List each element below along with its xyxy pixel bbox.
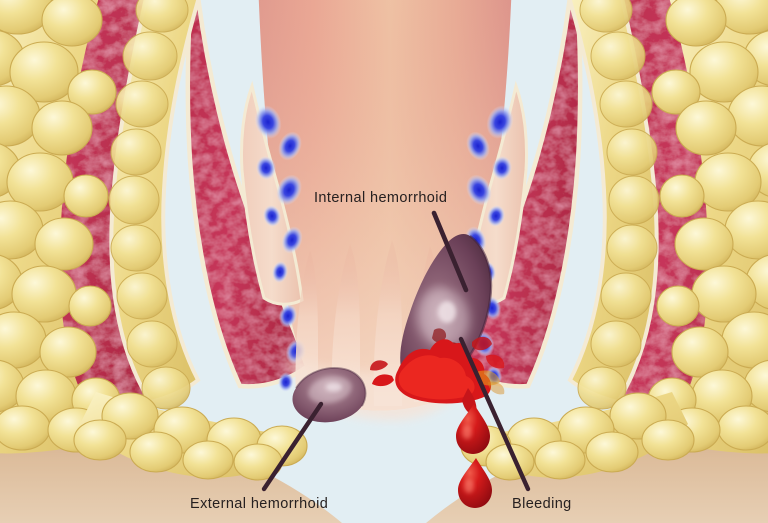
leader-lines <box>261 210 531 492</box>
blood-drop-upper <box>456 404 490 454</box>
fat-tissue-left <box>0 0 121 454</box>
hemorrhoidal-plexus-left <box>240 80 304 306</box>
fat-channel-left <box>108 0 201 410</box>
label-bleeding: Bleeding <box>512 496 572 512</box>
fat-tissue-right <box>647 0 768 454</box>
leader-internal-hemorrhoid <box>431 210 469 293</box>
leader-bleeding <box>458 336 531 492</box>
vein-cluster-left <box>254 105 303 283</box>
labels: Internal hemorrhoid External hemorrhoid … <box>190 190 572 512</box>
leader-external-hemorrhoid <box>261 401 324 492</box>
external-hemorrhoid <box>292 367 367 423</box>
bleeding <box>370 336 505 508</box>
fat-band-lower-right <box>460 392 695 481</box>
blood-drop-lower <box>458 458 492 508</box>
label-internal-hemorrhoid: Internal hemorrhoid <box>314 190 447 206</box>
fat-channel-right <box>567 0 660 410</box>
label-external-hemorrhoid: External hemorrhoid <box>190 496 328 512</box>
fat-band-lower-left <box>73 392 308 481</box>
